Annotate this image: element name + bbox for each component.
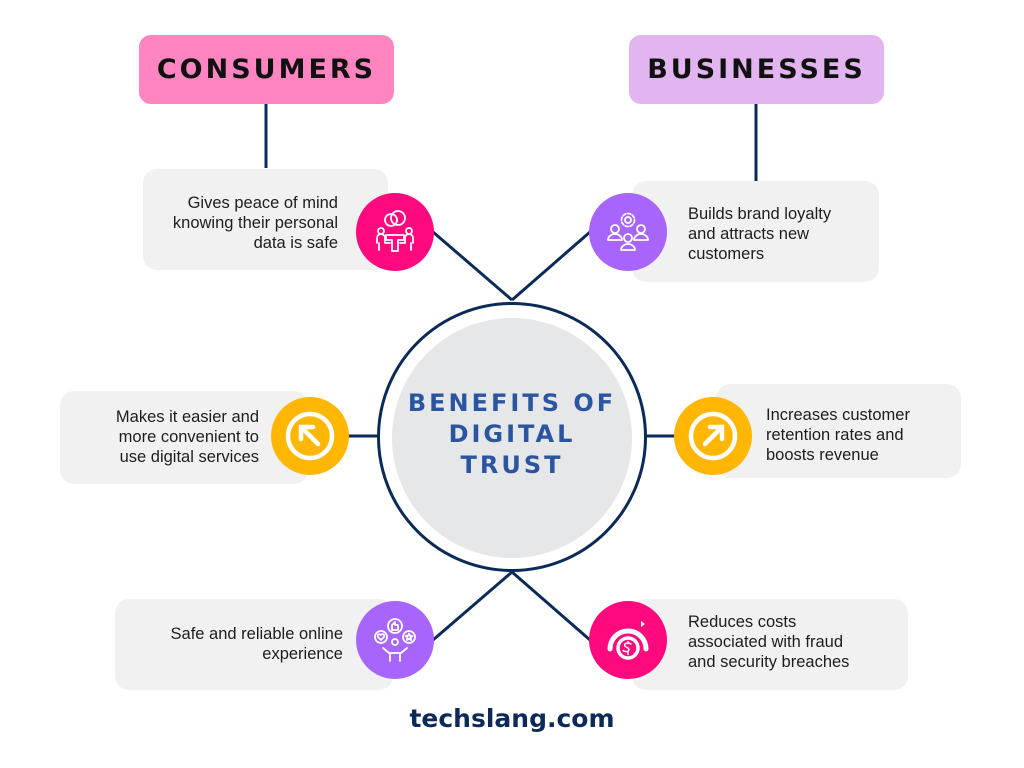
consumer-benefit-text-3: Safe and reliable online experience [122,624,343,664]
consumer-benefit-text-1: Gives peace of mind knowing their person… [150,193,338,253]
text-line: Reduces costs [688,613,797,631]
text-line: data is safe [253,234,338,252]
text-line: retention rates and [766,426,904,444]
text-line: more convenient to [118,428,259,446]
business-benefit-text-1: Builds brand loyalty and attracts new cu… [688,204,873,264]
business-benefit-card-1 [632,181,879,282]
text-line: Safe and reliable online [170,625,343,643]
text-line: Makes it easier and [115,408,259,426]
text-line: use digital services [119,448,259,466]
arrow-up-left-icon [271,397,349,475]
business-benefit-card-3 [632,599,908,690]
business-benefit-text-2: Increases customer retention rates and b… [766,405,956,465]
arrow-up-right-icon [674,397,752,475]
text-line: Increases customer [766,406,910,424]
text-line: and security breaches [688,653,850,671]
text-line: knowing their personal [172,214,338,232]
dollar-gauge-icon [589,601,667,679]
center-title: BENEFITS OF DIGITAL TRUST [392,388,632,481]
text-line: associated with fraud [688,633,844,651]
footer-brand[interactable]: techslang.com [409,704,615,733]
consumer-benefit-card-1 [143,169,388,270]
text-line: boosts revenue [766,446,879,464]
consumer-benefit-card-3 [115,599,393,690]
businesses-header: BUSINESSES [629,35,884,104]
team-gear-icon [589,193,667,271]
center-title-line: BENEFITS OF [407,389,617,417]
businesses-header-label: BUSINESSES [647,54,866,85]
business-benefit-card-2 [716,384,961,478]
text-line: Builds brand loyalty [688,205,832,223]
center-circle [392,318,632,558]
text-line: and attracts new [688,225,810,243]
text-line: customers [688,245,765,263]
business-benefit-text-3: Reduces costs associated with fraud and … [688,612,903,672]
consumer-benefit-card-2 [60,391,308,484]
center-title-line: TRUST [460,451,564,479]
person-likes-icon [356,601,434,679]
consumer-benefit-text-2: Makes it easier and more convenient to u… [66,407,259,467]
consumers-header: CONSUMERS [139,35,394,104]
text-line: Gives peace of mind [187,194,338,212]
center-title-line: DIGITAL [448,420,576,448]
meeting-table-icon [356,193,434,271]
consumers-header-label: CONSUMERS [156,54,377,85]
text-line: experience [262,645,343,663]
